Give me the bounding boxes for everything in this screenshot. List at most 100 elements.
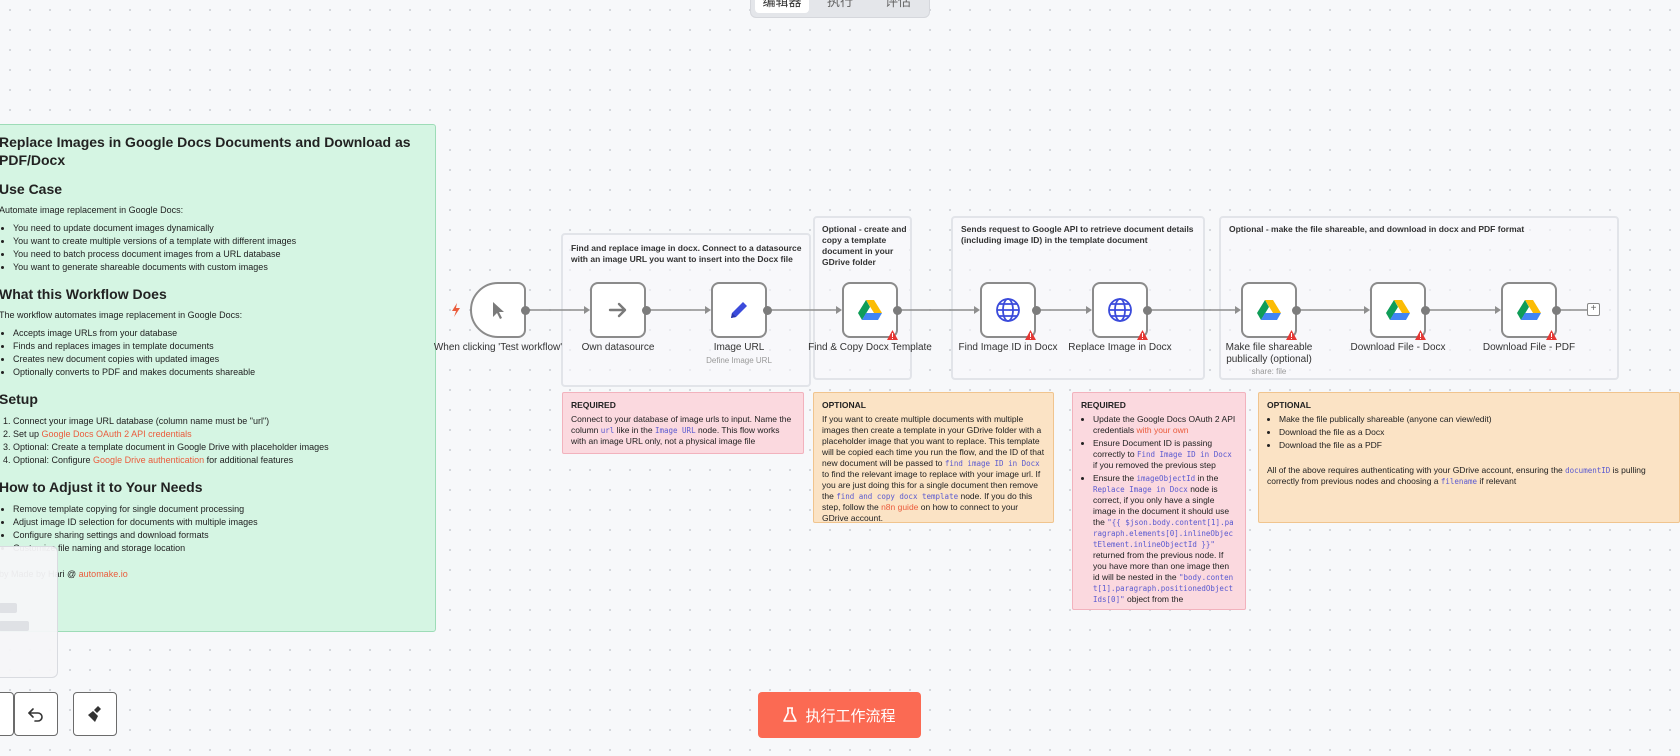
list-item: Adjust image ID selection for documents … — [13, 516, 429, 529]
what-intro: The workflow automates image replacement… — [0, 310, 243, 320]
list-item: You need to batch process document image… — [13, 248, 429, 261]
note-text: node is correct, if you only have a sing… — [1093, 484, 1230, 527]
node-label: Download File - PDF — [1482, 342, 1576, 353]
execute-workflow-label: 执行工作流程 — [805, 707, 896, 725]
node-own-datasource[interactable] — [590, 282, 646, 338]
node-label: Find Image ID in Docx — [958, 342, 1058, 353]
note-code: find image ID in Docx — [944, 459, 1040, 468]
output-handle[interactable] — [763, 306, 772, 315]
undo-button[interactable] — [14, 692, 58, 736]
note-code: Find Image ID in Docx — [1136, 450, 1232, 459]
panel-placeholder — [0, 621, 29, 631]
pencil-icon — [731, 302, 747, 318]
add-node-button[interactable]: + — [1587, 303, 1600, 316]
google-drive-auth-link[interactable]: Google Drive authentication — [93, 455, 205, 465]
sticky-note-overview[interactable]: Replace Images in Google Docs Documents … — [0, 124, 436, 632]
broom-icon — [88, 706, 101, 722]
sticky-note-optional-template[interactable]: OPTIONAL If you want to create multiple … — [813, 392, 1054, 523]
use-case-heading: Use Case — [0, 181, 63, 197]
n8n-guide-link[interactable]: n8n guide — [881, 502, 919, 512]
list-item: Optionally converts to PDF and makes doc… — [13, 366, 429, 379]
list-item: Finds and replaces images in template do… — [13, 340, 429, 353]
output-handle[interactable] — [1032, 306, 1041, 315]
list-item: Ensure the imageObjectId in the Replace … — [1093, 473, 1237, 605]
output-handle[interactable] — [1292, 306, 1301, 315]
warning-icon — [1025, 330, 1036, 340]
google-docs-oauth-link[interactable]: Google Docs OAuth 2 API credentials — [41, 429, 192, 439]
adjust-heading: How to Adjust it to Your Needs — [0, 479, 203, 495]
note-title: REQUIRED — [571, 400, 616, 410]
note-code: Replace Image in Docx — [1093, 485, 1188, 494]
sticky-note-optional-share[interactable]: OPTIONAL Make the file publically sharea… — [1258, 392, 1680, 523]
node-image-url[interactable] — [711, 282, 767, 338]
use-case-list: You need to update document images dynam… — [0, 222, 429, 274]
output-handle[interactable] — [1143, 306, 1152, 315]
note-title: OPTIONAL — [1267, 400, 1311, 410]
output-handle[interactable] — [893, 306, 902, 315]
node-find-image-id[interactable] — [980, 282, 1036, 340]
partial-tool-button[interactable] — [0, 692, 14, 736]
note-code: find and copy docx template — [836, 492, 959, 501]
google-drive-icon — [858, 300, 882, 320]
note-text: returned from the previous node. If you … — [1093, 550, 1230, 582]
list-item: Download the file as a PDF — [1279, 440, 1671, 451]
own-credentials-link[interactable]: with your own — [1136, 425, 1189, 435]
note-code: documentID — [1565, 466, 1611, 475]
output-handle[interactable] — [1552, 306, 1561, 315]
node-replace-image[interactable] — [1092, 282, 1148, 340]
sticky-note-required-api[interactable]: REQUIRED Update the Google Docs OAuth 2 … — [1072, 392, 1246, 610]
node-sublabel: Define Image URL — [706, 356, 772, 365]
node-manual-trigger[interactable] — [470, 282, 526, 338]
list-item: Accepts image URLs from your database — [13, 327, 429, 340]
adjust-list: Remove template copying for single docum… — [0, 503, 429, 555]
note-title: OPTIONAL — [822, 400, 866, 410]
list-item: Connect your image URL database (column … — [13, 415, 429, 428]
cursor-icon — [493, 302, 504, 319]
execute-workflow-button[interactable]: 执行工作流程 — [758, 692, 921, 738]
note-text: Ensure Document ID is passing correctly … — [1093, 438, 1213, 459]
note-code: Image URL — [654, 426, 696, 435]
flask-icon — [783, 707, 798, 722]
note-text: like in the — [614, 425, 655, 435]
list-item: Make the file publically shareable (anyo… — [1279, 414, 1671, 425]
tab-executions[interactable]: 执行 — [826, 0, 853, 9]
list-item: Remove template copying for single docum… — [13, 503, 429, 516]
tab-evaluations[interactable]: 评估 — [884, 0, 911, 9]
node-sublabel: share: file — [1251, 367, 1287, 376]
output-handle[interactable] — [1421, 306, 1430, 315]
google-drive-icon — [1386, 300, 1410, 320]
sticky-note-required-datasource[interactable]: REQUIRED Connect to your database of ima… — [562, 392, 804, 454]
note-text: object from the — [1124, 594, 1184, 604]
google-drive-icon — [1517, 300, 1541, 320]
node-label: Make file shareable publically (optional… — [1225, 342, 1313, 365]
note-body: All of the above requires authenticating… — [1267, 465, 1671, 487]
note-text: If you want to create multiple documents… — [822, 414, 1045, 468]
overlay-panel — [0, 546, 58, 678]
note-list: Make the file publically shareable (anyo… — [1267, 414, 1671, 451]
note-list: Update the Google Docs OAuth 2 API crede… — [1081, 414, 1237, 605]
warning-icon — [1415, 330, 1426, 340]
note-code: filename — [1440, 477, 1477, 486]
note-text: if you removed the previous step — [1093, 460, 1216, 470]
output-handle[interactable] — [642, 306, 651, 315]
group-title: Find and replace image in docx. Connect … — [571, 243, 802, 264]
list-item: Configure sharing settings and download … — [13, 529, 429, 542]
clear-execution-button[interactable] — [73, 692, 117, 736]
use-case-intro: Automate image replacement in Google Doc… — [0, 205, 184, 215]
note-body: If you want to create multiple documents… — [822, 414, 1045, 522]
note-text: All of the above requires authenticating… — [1267, 465, 1566, 475]
node-download-docx[interactable] — [1370, 282, 1426, 340]
setup-4-text: Optional: Configure — [13, 455, 94, 465]
tab-editor[interactable]: 编辑器 — [755, 0, 809, 13]
automake-link[interactable]: automake.io — [78, 569, 128, 579]
view-tabs: 编辑器 执行 评估 — [750, 0, 930, 18]
note-text: Update the Google Docs OAuth 2 API crede… — [1093, 414, 1236, 435]
warning-icon — [1286, 330, 1297, 340]
node-make-shareable[interactable] — [1241, 282, 1297, 340]
list-item: You want to generate shareable documents… — [13, 261, 429, 274]
output-handle[interactable] — [521, 306, 530, 315]
node-find-copy-template[interactable] — [842, 282, 898, 340]
node-download-pdf[interactable] — [1501, 282, 1557, 340]
note-code: url — [600, 426, 615, 435]
